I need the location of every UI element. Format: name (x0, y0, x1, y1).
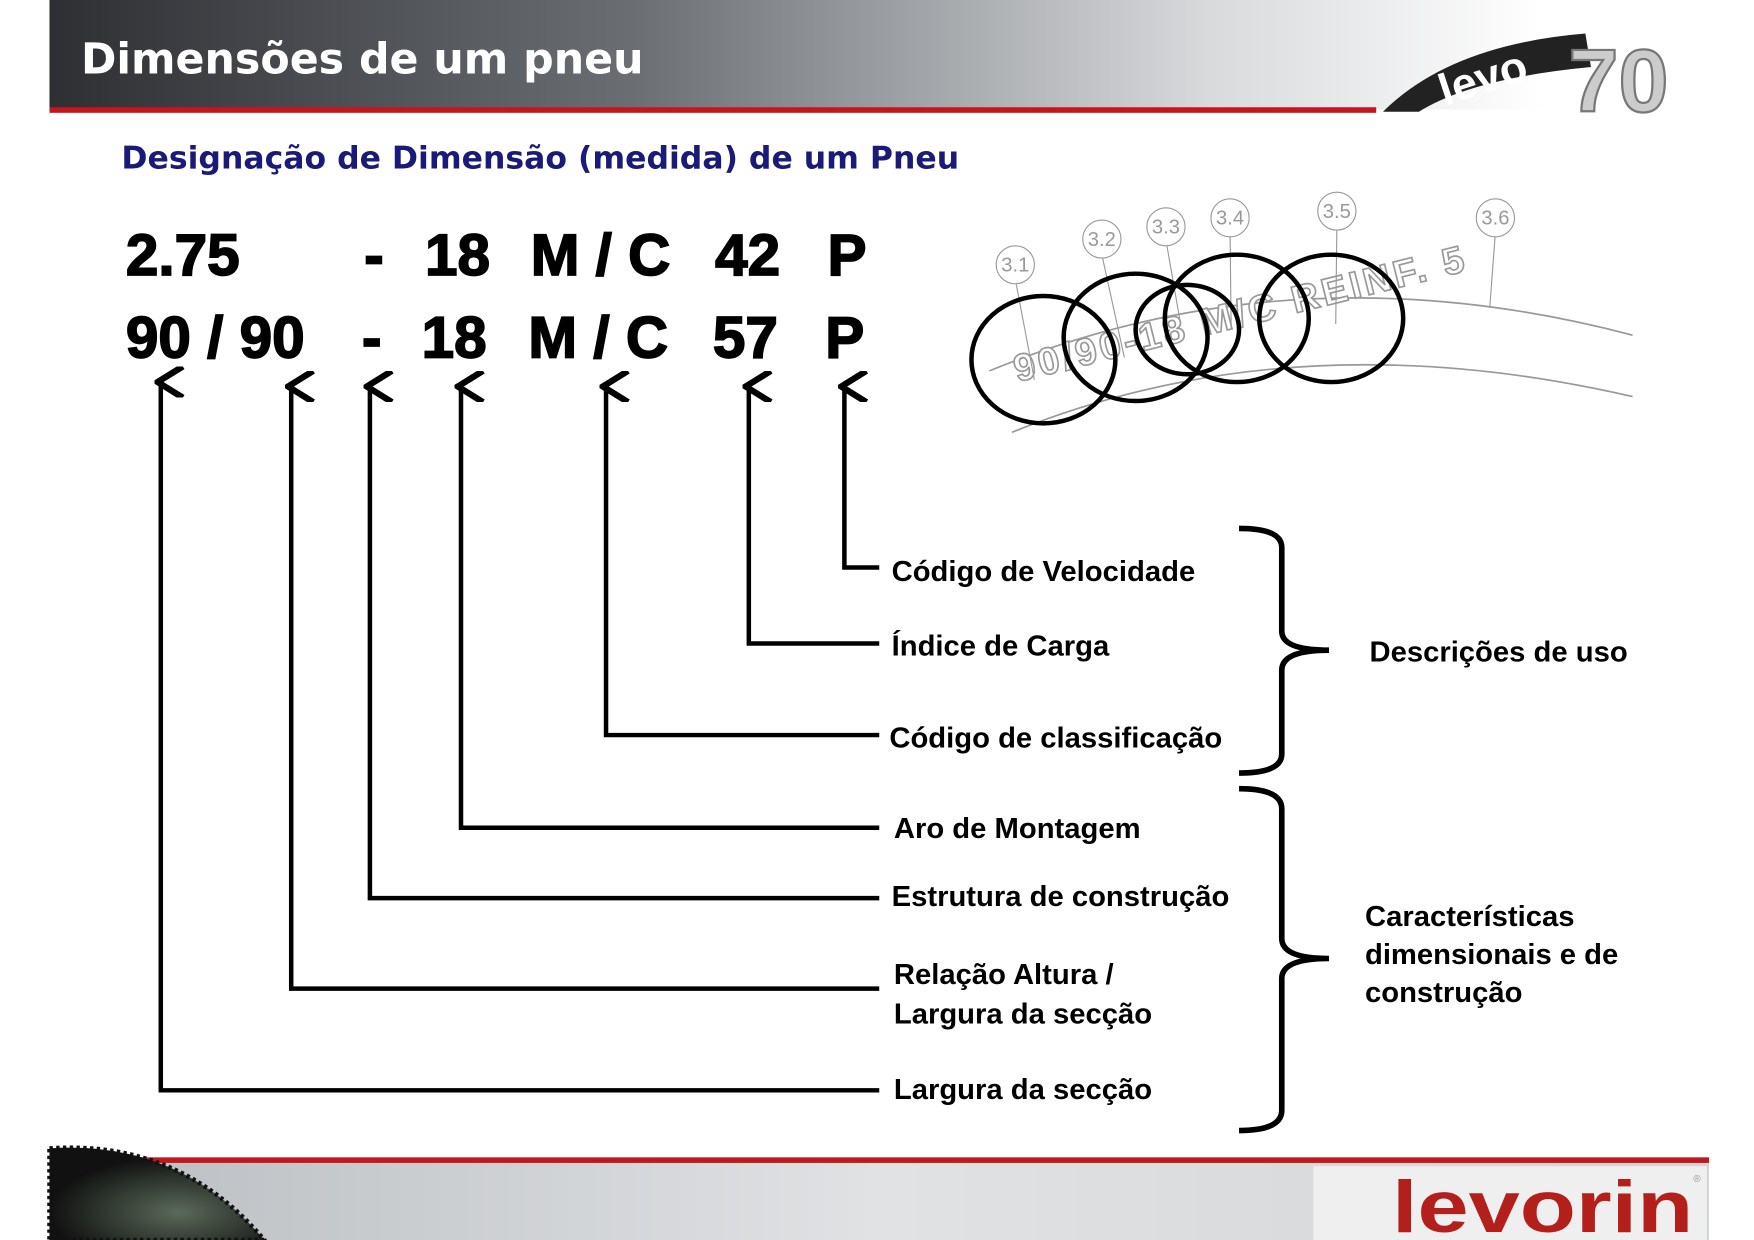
arrow-load (749, 387, 880, 646)
arrow-structure (370, 387, 880, 901)
footer-banner: levorin ® (47, 1145, 1710, 1240)
code-rim: 18 (422, 306, 487, 371)
section-subtitle: Designação de Dimensão (medida) de um Pn… (121, 141, 959, 177)
connector-arrows (161, 382, 880, 1093)
code-load: 57 (713, 306, 778, 371)
code-row-2: 90 / 90 - 18 M / C 57 P (125, 305, 865, 371)
arrow-class (606, 387, 880, 738)
callout-3-6: 3.6 (1481, 208, 1509, 230)
callout-3-5: 3.5 (1323, 201, 1351, 223)
brace-usage (1239, 525, 1329, 776)
code-row-1: 2.75 - 18 M / C 42 P (125, 222, 867, 288)
label-aspect-ratio-line2: Largura da secção (894, 998, 1152, 1030)
registered-mark: ® (1693, 1174, 1701, 1185)
group-usage-label: Descrições de uso (1369, 636, 1627, 668)
label-load-index: Índice de Carga (892, 629, 1110, 663)
arrow-rim (461, 387, 880, 831)
callout-3-4: 3.4 (1216, 208, 1244, 230)
header-banner: Dimensões de um pneu (49, 0, 1710, 113)
tire-image (47, 1145, 268, 1240)
code-load: 42 (715, 223, 780, 288)
code-width: 90 / 90 (126, 306, 305, 371)
tire-sidewall-diagram: 90/90-18 M/C REINF. 5 3.1 3.2 3.3 3.4 3.… (969, 191, 1633, 434)
code-speed: P (828, 223, 867, 288)
group-dimensional-line2: dimensionais e de (1365, 939, 1618, 971)
code-speed: P (825, 306, 864, 371)
callout-3-3: 3.3 (1152, 217, 1180, 239)
label-structure: Estrutura de construção (892, 881, 1230, 913)
label-aspect-ratio-line1: Relação Altura / (894, 959, 1114, 991)
code-width: 2.75 (126, 223, 240, 288)
group-dimensional-line1: Características (1365, 901, 1575, 933)
brace-dimensional (1239, 785, 1329, 1134)
label-classification-code: Código de classificação (889, 722, 1222, 754)
code-rim: 18 (425, 223, 490, 288)
callout-3-2: 3.2 (1088, 229, 1116, 251)
code-dash: - (362, 306, 381, 371)
code-dash: - (364, 223, 383, 288)
levorin-logo: levorin (1392, 1165, 1693, 1240)
label-speed-code: Código de Velocidade (892, 556, 1196, 588)
label-section-width: Largura da secção (894, 1074, 1152, 1106)
code-mc: M / C (531, 223, 671, 288)
label-rim: Aro de Montagem (894, 813, 1141, 845)
group-dimensional-line3: construção (1365, 977, 1523, 1009)
arrow-ratio (291, 387, 880, 991)
arrow-speed (844, 387, 880, 570)
callout-3-1: 3.1 (1001, 255, 1029, 277)
code-mc: M / C (528, 306, 668, 371)
page-title: Dimensões de um pneu (81, 35, 644, 85)
logo-number: 70 (1568, 31, 1668, 131)
arrow-width (161, 382, 880, 1093)
header-red-rule (49, 107, 1377, 113)
